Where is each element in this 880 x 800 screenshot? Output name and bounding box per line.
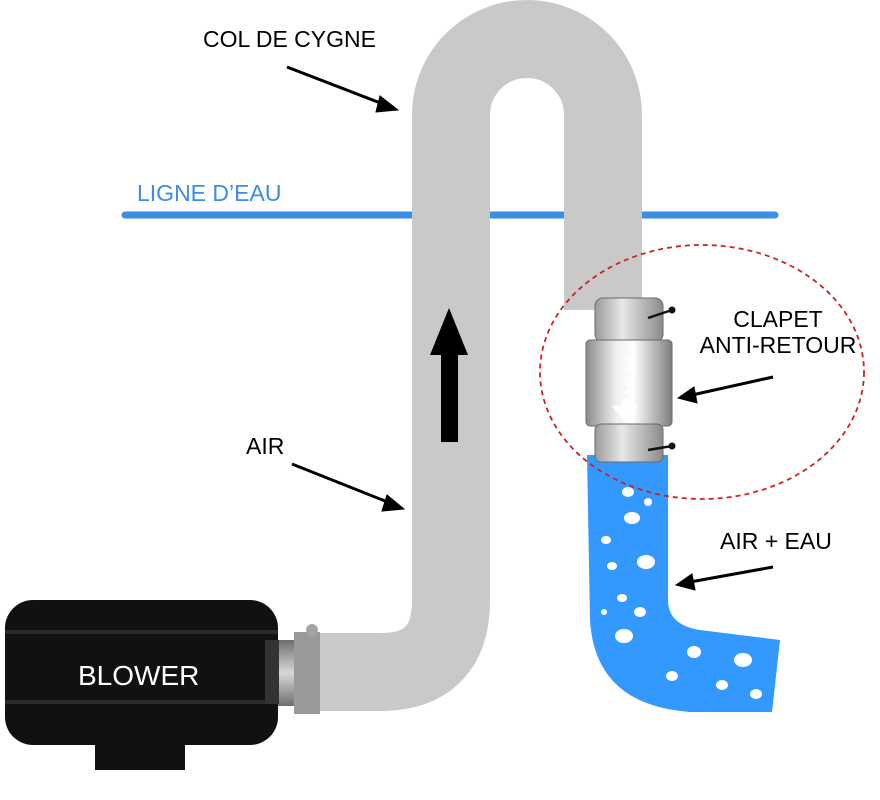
pointer-arrows — [286, 65, 774, 591]
valve-highlight-circle — [539, 244, 865, 500]
down-arrow-icon — [611, 398, 639, 423]
air-label: AIR — [246, 433, 285, 459]
check-valve: FLOW — [585, 297, 676, 463]
pipe-coupler — [272, 624, 320, 714]
up-arrow-icon — [430, 308, 468, 442]
gooseneck-label: COL DE CYGNE — [203, 26, 376, 52]
valve-flow-text: FLOW — [622, 355, 638, 404]
blower — [5, 600, 279, 770]
air-water-label: AIR + EAU — [720, 528, 832, 554]
check-valve-label: CLAPET ANTI-RETOUR — [688, 306, 868, 359]
screw-icon — [647, 306, 676, 452]
waterline-label: LIGNE D’EAU — [137, 180, 282, 206]
air-pipe — [305, 0, 642, 711]
check-valve-label-line2: ANTI-RETOUR — [699, 332, 857, 359]
air-bubbles — [601, 487, 762, 699]
blower-label: BLOWER — [78, 660, 200, 691]
check-valve-label-line1: CLAPET — [733, 306, 823, 332]
